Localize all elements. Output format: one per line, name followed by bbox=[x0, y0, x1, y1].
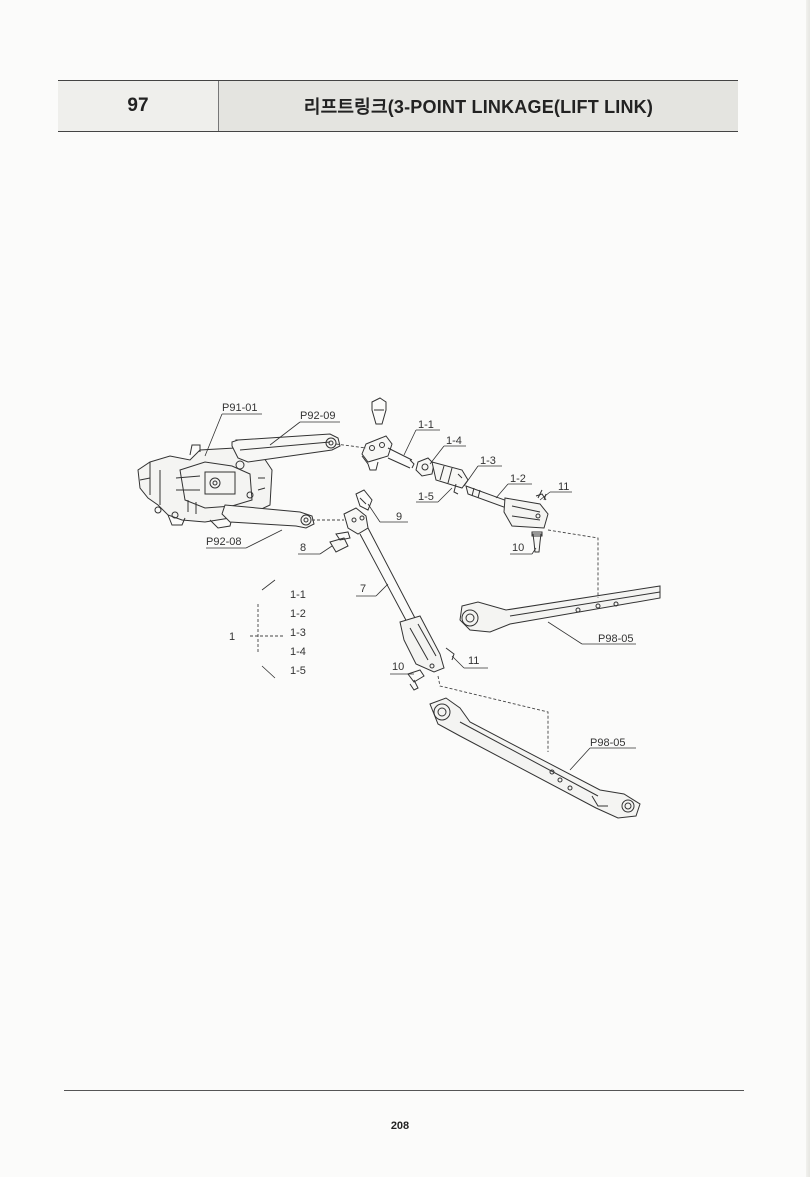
exploded-parts-diagram: P91-01 P92-09 1-1 1-4 1-3 1-2 1-5 11 9 P… bbox=[0, 380, 810, 840]
legend-item-1-3: 1-3 bbox=[290, 627, 306, 639]
callout-p92-09: P92-09 bbox=[300, 410, 335, 422]
callout-p98-05-upper: P98-05 bbox=[598, 633, 633, 645]
legend-group-label: 1 bbox=[229, 631, 235, 643]
adjusting-rod bbox=[465, 485, 549, 529]
pin-8 bbox=[329, 531, 351, 553]
page-title: 리프트링크(3-POINT LINKAGE(LIFT LINK) bbox=[219, 81, 738, 131]
page-code: 97 bbox=[58, 81, 219, 131]
callout-p92-08: P92-08 bbox=[206, 536, 241, 548]
callout-1-4: 1-4 bbox=[446, 435, 462, 447]
upper-clevis bbox=[361, 435, 415, 471]
clevis-pin-upper bbox=[531, 531, 543, 553]
legend-item-1-5: 1-5 bbox=[290, 665, 306, 677]
spring-clip bbox=[355, 489, 373, 511]
page-header: 97 리프트링크(3-POINT LINKAGE(LIFT LINK) bbox=[58, 80, 738, 132]
lock-nut bbox=[415, 457, 435, 477]
threaded-sleeve bbox=[431, 461, 469, 495]
clip-lower bbox=[445, 647, 455, 661]
scan-edge bbox=[806, 0, 810, 1177]
diagram-svg: P91-01 P92-09 1-1 1-4 1-3 1-2 1-5 11 9 P… bbox=[137, 397, 661, 819]
callout-10-upper: 10 bbox=[512, 542, 524, 554]
page-number: 208 bbox=[390, 1120, 410, 1132]
legend-item-1-1: 1-1 bbox=[290, 589, 306, 601]
callout-1-2: 1-2 bbox=[510, 473, 526, 485]
callout-1-3: 1-3 bbox=[480, 455, 496, 467]
callout-11-upper: 11 bbox=[558, 481, 569, 493]
callout-10-lower: 10 bbox=[392, 661, 404, 673]
clevis-pin-lower bbox=[407, 669, 425, 691]
legend-item-1-2: 1-2 bbox=[290, 608, 306, 620]
lower-link-upper bbox=[459, 585, 661, 633]
clevis-pin-top bbox=[371, 397, 387, 425]
callout-8: 8 bbox=[300, 542, 306, 554]
callout-9: 9 bbox=[396, 511, 402, 523]
lower-link-lower bbox=[429, 697, 641, 819]
legend-item-1-4: 1-4 bbox=[290, 646, 306, 658]
callout-p98-05-lower: P98-05 bbox=[590, 737, 625, 749]
lower-lift-arm bbox=[221, 504, 315, 529]
callout-7: 7 bbox=[360, 583, 366, 595]
clip-upper bbox=[535, 493, 547, 501]
assembly-legend: 1 1-1 1-2 1-3 1-4 1-5 bbox=[229, 589, 306, 677]
lift-rod bbox=[343, 507, 445, 673]
callout-p91-01: P91-01 bbox=[222, 402, 257, 414]
callout-11-lower: 11 bbox=[468, 655, 479, 667]
footer-rule bbox=[64, 1090, 744, 1091]
callout-1-1: 1-1 bbox=[418, 419, 434, 431]
callout-1-5: 1-5 bbox=[418, 491, 434, 503]
upper-lift-arm bbox=[231, 433, 341, 463]
